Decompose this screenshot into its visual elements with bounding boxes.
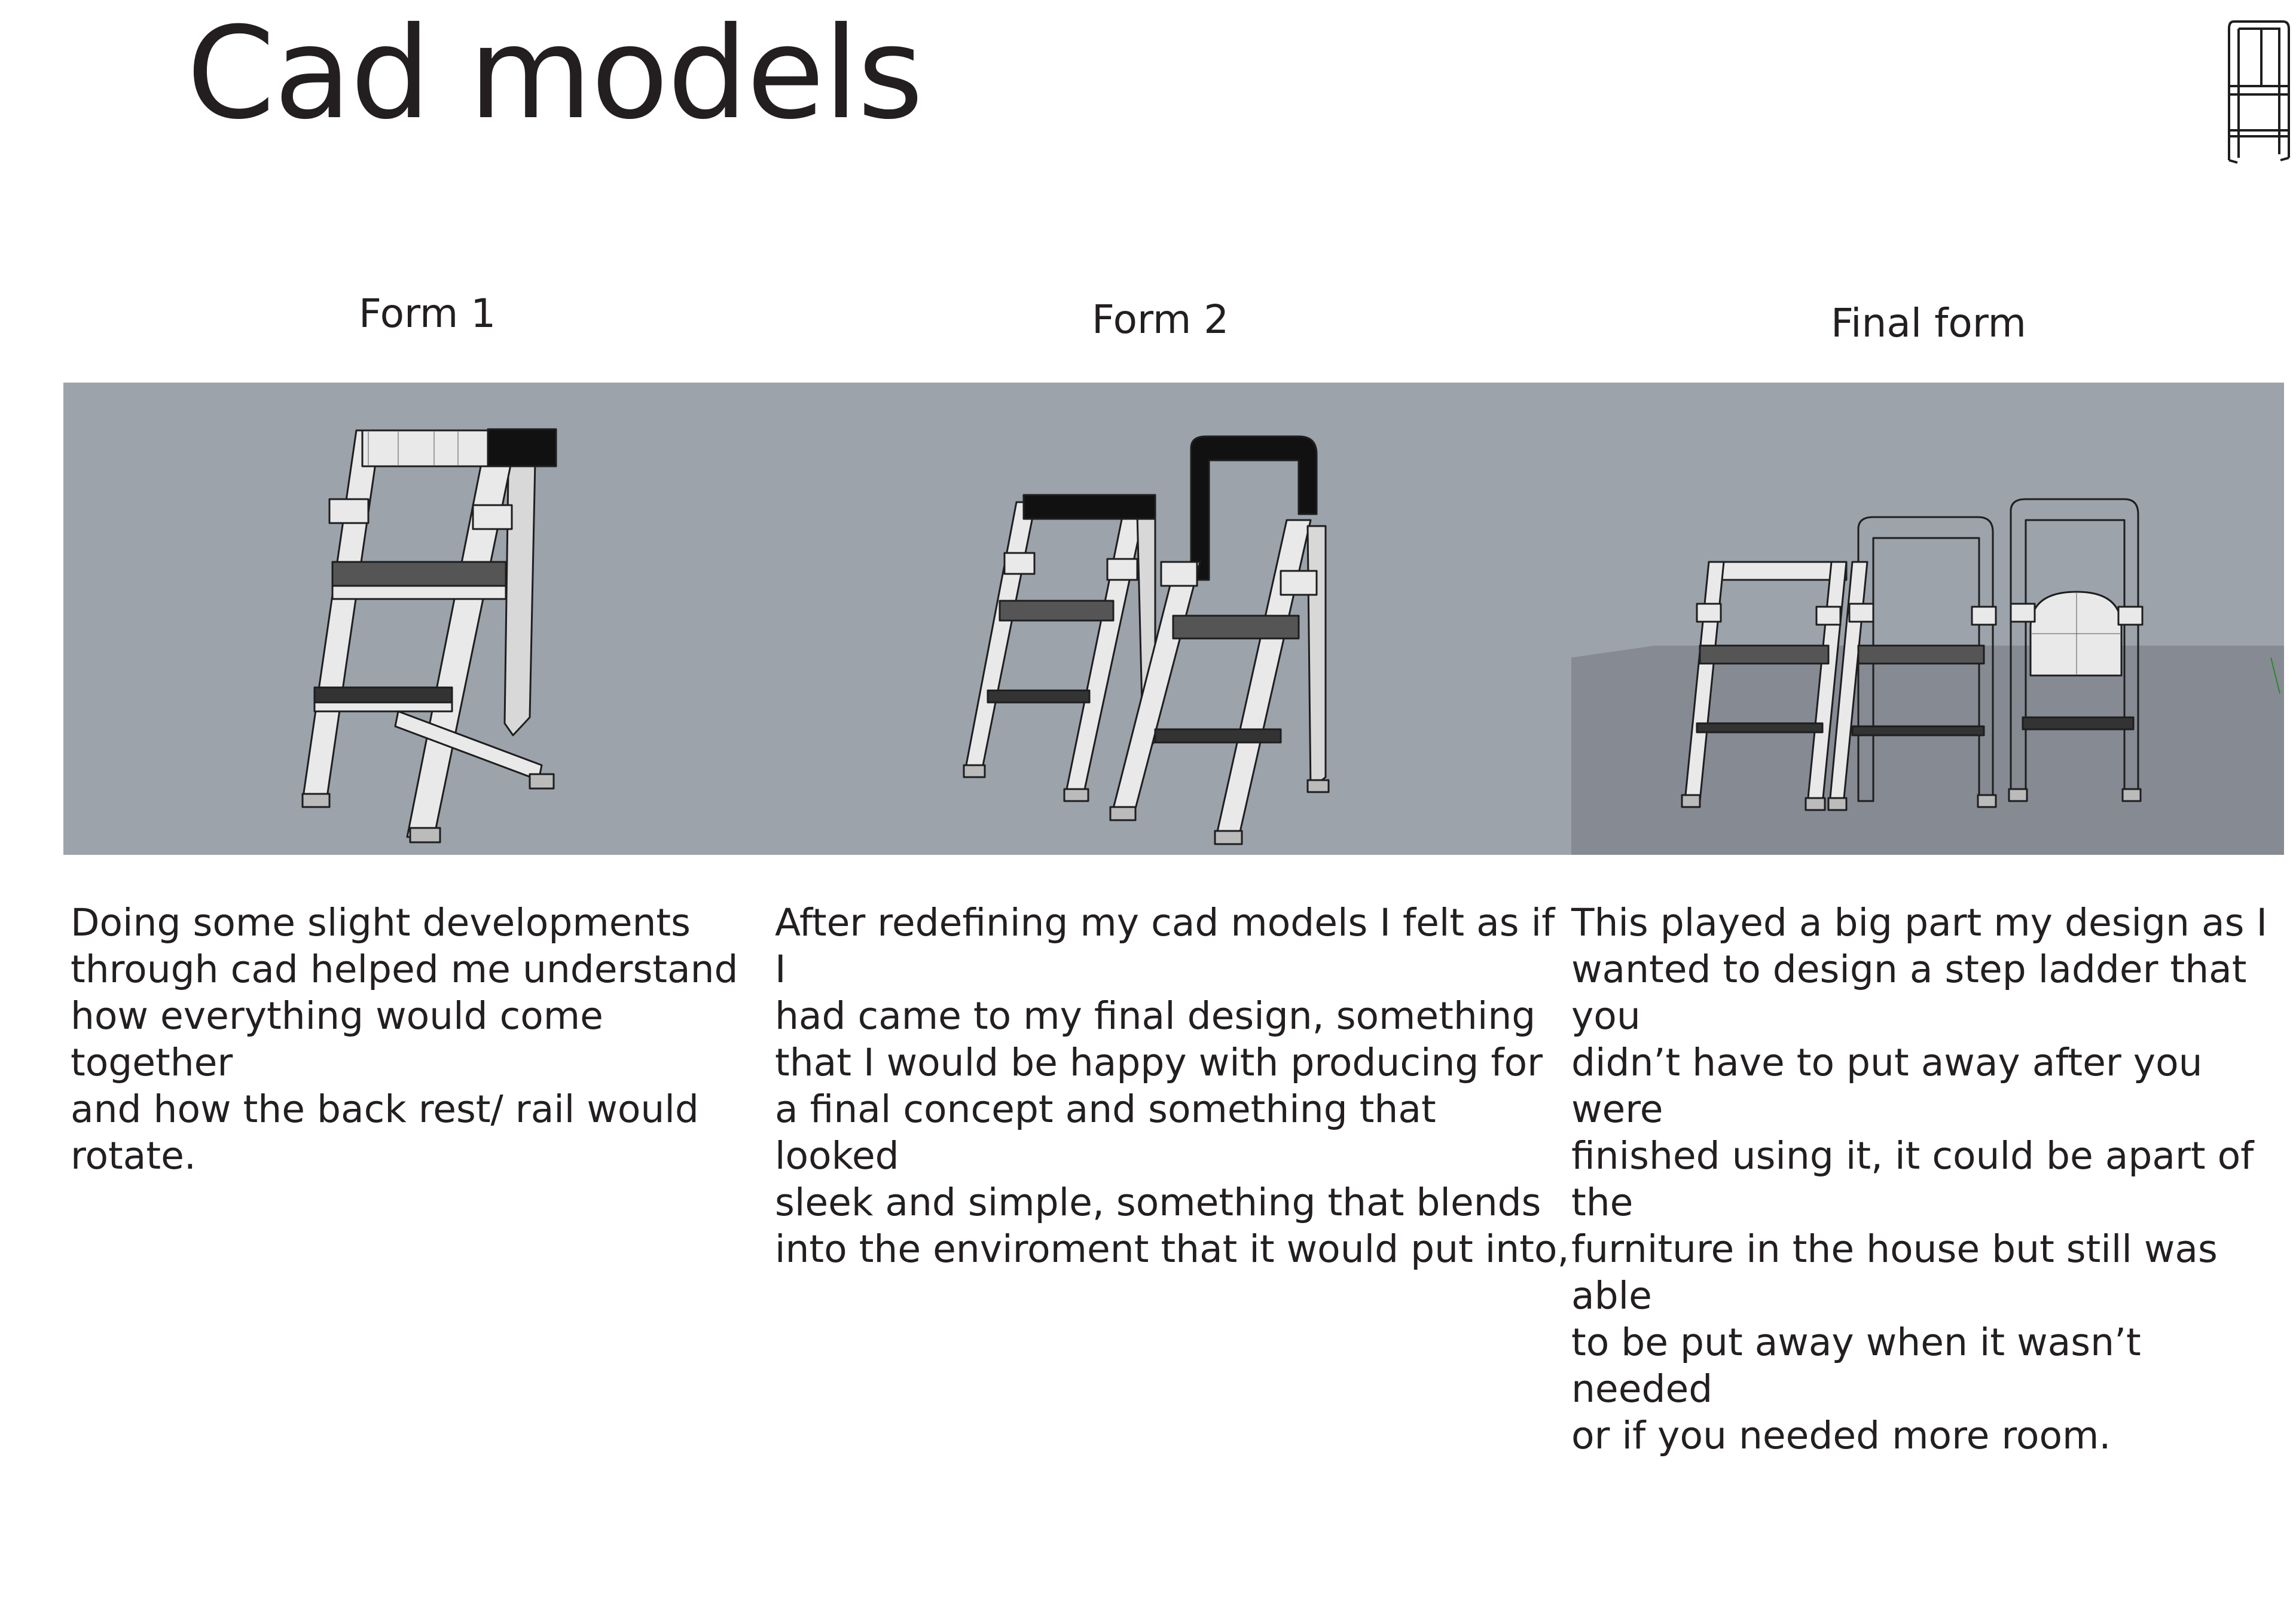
form-2-label: Form 2 bbox=[1092, 297, 1229, 343]
form-2-render bbox=[773, 383, 1571, 855]
final-form-label: Final form bbox=[1831, 300, 2026, 346]
form-1-label: Form 1 bbox=[359, 291, 496, 337]
form-1-render bbox=[63, 383, 773, 855]
final-form-render bbox=[1571, 383, 2284, 855]
final-form-description: This played a big part my design as I wa… bbox=[1571, 901, 2268, 1457]
form-2-description: After redefining my cad models I felt as… bbox=[775, 901, 1570, 1271]
folding-chair-icon bbox=[2228, 20, 2290, 164]
page-title: Cad models bbox=[187, 0, 923, 147]
form-1-description: Doing some slight developments through c… bbox=[71, 901, 738, 1178]
